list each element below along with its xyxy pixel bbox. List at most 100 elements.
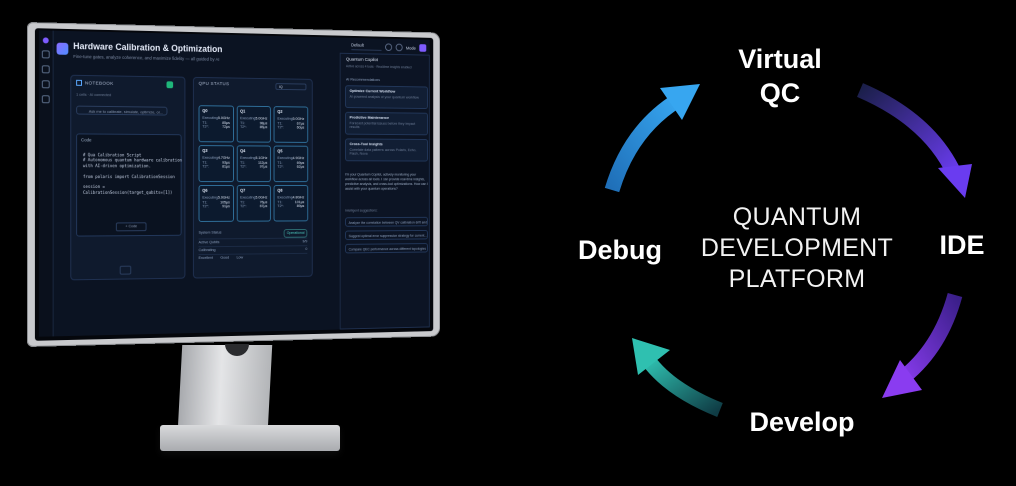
qpu-header: QPU STATUS xyxy=(198,81,230,88)
qubit-t2-row: T2*:81μs xyxy=(202,165,230,170)
copilot-title: Quantum Copilot xyxy=(345,57,378,64)
app-header: Hardware Calibration & Optimization Fine… xyxy=(56,37,331,70)
home-icon[interactable] xyxy=(41,50,50,59)
qubit-id: Q8 xyxy=(277,187,283,193)
suggestions-label: Intelligent suggestions: xyxy=(345,208,378,213)
qubit-id: Q3 xyxy=(202,148,208,153)
stage-develop: Develop xyxy=(749,407,855,437)
code-cell[interactable]: Code # Qua Calibration Script # Autonomo… xyxy=(76,133,182,237)
t2-label: T2*: xyxy=(277,204,284,209)
legend-good: Good xyxy=(220,255,230,260)
page-title: Hardware Calibration & Optimization xyxy=(73,41,223,55)
qubit-id: Q0 xyxy=(202,108,208,114)
platform-title-line: PLATFORM xyxy=(728,265,866,293)
qubit-t2: 81μs xyxy=(222,164,230,169)
t2-label: T2*: xyxy=(202,124,209,129)
qpu-summary: System Status Operational Active Qubits 9/… xyxy=(198,228,308,262)
left-rail xyxy=(38,30,54,337)
recommendations-heading: AI Recommendations xyxy=(345,76,380,82)
t2-label: T2*: xyxy=(240,204,247,209)
notebook-footer-button[interactable] xyxy=(119,265,132,275)
chart-icon[interactable] xyxy=(41,95,50,104)
qubit-id: Q1 xyxy=(240,108,246,114)
cycle-arrows xyxy=(604,83,972,417)
stage-ide: IDE xyxy=(939,230,985,260)
qubit-t2: 62μs xyxy=(296,165,305,169)
notebook-header: NOTEBOOK xyxy=(76,79,114,87)
monitor-frame: Hardware Calibration & Optimization Fine… xyxy=(27,22,441,347)
system-status-label: System Status xyxy=(198,230,222,235)
qubit-t2-row: T2*:67μs xyxy=(240,204,267,209)
qubit-t2: 72μs xyxy=(222,125,230,130)
add-code-button[interactable]: + Code xyxy=(115,222,147,232)
arrow-vqc-to-ide xyxy=(857,83,962,179)
theme-icon[interactable] xyxy=(395,43,403,52)
copilot-message: I'm your Quantum Copilot, actively monit… xyxy=(345,172,428,191)
card-body: Forecast potential issues before they im… xyxy=(349,121,416,130)
top-toolbar: Default Mode xyxy=(331,41,427,53)
code-cell-label: Code xyxy=(81,137,92,143)
legend-excellent: Excellent xyxy=(198,255,213,260)
platform-title: QUANTUM DEVELOPMENT PLATFORM xyxy=(687,202,907,295)
monitor-stand xyxy=(177,345,273,430)
qubit-id: Q7 xyxy=(240,187,246,193)
t2-label: T2*: xyxy=(240,164,247,169)
status-badge: Operational xyxy=(283,228,308,238)
t2-label: T2*: xyxy=(202,204,209,209)
suggestion-item[interactable]: Analyze the correlation between QV calib… xyxy=(345,216,429,227)
arrowhead-vqc xyxy=(660,84,700,120)
run-button[interactable] xyxy=(166,81,174,89)
monitor-screen: Hardware Calibration & Optimization Fine… xyxy=(38,30,430,337)
active-qubits-label: Active Qubits xyxy=(198,240,220,245)
stage-debug: Debug xyxy=(578,235,662,265)
arrowhead-ide xyxy=(938,164,972,198)
signal-icon[interactable] xyxy=(41,80,50,89)
qubit-t2: 60μs xyxy=(296,125,305,130)
qpu-select[interactable]: IQ xyxy=(275,83,307,91)
qubit-t2-row: T2*:89μs xyxy=(277,204,304,209)
qubit-id: Q5 xyxy=(277,148,283,154)
calibrating-value: 0 xyxy=(305,247,308,251)
user-avatar[interactable] xyxy=(419,44,427,52)
tools-icon[interactable] xyxy=(41,65,50,74)
qubit-t2-row: T2*:91μs xyxy=(202,205,230,210)
copilot-subtitle: Active across 4 tools · Real-time insigh… xyxy=(345,64,412,70)
qubit-t2-row: T2*:97μs xyxy=(240,165,267,170)
notebook-cells-info: 1 cells · AI connected xyxy=(76,92,112,98)
card-title: Predictive Maintenance xyxy=(349,114,390,120)
suggestion-item[interactable]: Suggest optimal error suppression strate… xyxy=(345,229,429,241)
workspace-select[interactable]: Default xyxy=(351,42,382,51)
suggestion-item[interactable]: Compare QEC performance across different… xyxy=(345,243,429,254)
page-subtitle: Fine-tune gates, analyze coherence, and … xyxy=(73,53,220,62)
qubit-t2-row: T2*:62μs xyxy=(277,165,304,169)
settings-icon[interactable] xyxy=(384,43,392,52)
qubit-id: Q2 xyxy=(277,109,283,114)
mode-label[interactable]: Mode xyxy=(405,45,416,51)
code-content[interactable]: # Qua Calibration Script # Autonomous qu… xyxy=(82,152,182,195)
qubit-t2-row: T2*:60μs xyxy=(277,126,304,131)
qubit-id: Q6 xyxy=(202,187,208,193)
qubit-t2: 85μs xyxy=(259,125,268,130)
qubit-id: Q4 xyxy=(240,148,246,154)
active-qubits-value: 9/9 xyxy=(302,239,308,244)
ask-input[interactable]: Ask me to calibrate, simulate, optimize,… xyxy=(76,105,168,116)
platform-title-line: DEVELOPMENT xyxy=(700,234,894,262)
monitor-base xyxy=(160,425,340,451)
app-logo-icon[interactable] xyxy=(42,37,49,44)
notebook-panel: NOTEBOOK 1 cells · AI connected Ask me t… xyxy=(70,74,186,281)
